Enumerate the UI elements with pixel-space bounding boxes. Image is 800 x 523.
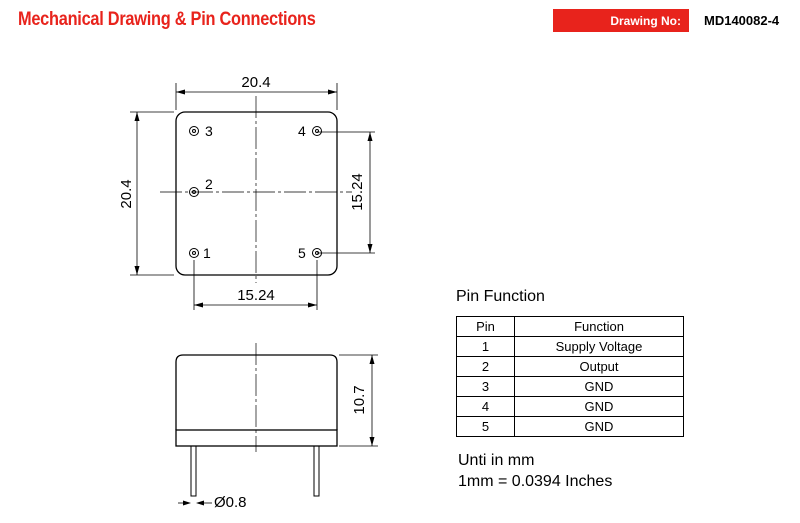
pin-function-cell: Output: [514, 356, 684, 377]
pin-2: 2: [189, 176, 213, 197]
pin-4: 4: [298, 123, 322, 139]
side-lead-left: [190, 445, 197, 497]
package-side-outline: [175, 354, 338, 430]
pin-function-cell: GND: [514, 416, 684, 437]
pin-1-label: 1: [203, 245, 211, 261]
pin-diameter-text: Ø0.8: [214, 494, 247, 511]
units-note: Unti in mm 1mm = 0.0394 Inches: [458, 450, 612, 492]
pin-3: 3: [189, 123, 213, 139]
pin-1: 1: [189, 245, 211, 261]
pin-function-cell: GND: [514, 396, 684, 417]
pin-number-cell: 2: [456, 356, 515, 377]
package-side-base: [175, 429, 338, 447]
page-title: Mechanical Drawing & Pin Connections: [18, 9, 316, 30]
pin-spacing-vertical-text: 15.24: [349, 173, 366, 211]
pin-number-cell: 3: [456, 376, 515, 397]
pin-number-cell: 1: [456, 336, 515, 357]
side-height-dimension-text: 10.7: [351, 385, 368, 414]
pin-3-label: 3: [205, 123, 213, 139]
column-header-pin: Pin: [456, 316, 515, 337]
units-line-1: Unti in mm: [458, 452, 535, 469]
pin-4-label: 4: [298, 123, 306, 139]
height-dimension-text: 20.4: [118, 179, 135, 208]
pin-function-title: Pin Function: [456, 288, 545, 305]
drawing-number-value: MD140082-4: [704, 13, 780, 28]
units-line-2: 1mm = 0.0394 Inches: [458, 473, 613, 490]
table-header-row: Pin Function: [456, 316, 684, 337]
pin-number-cell: 5: [456, 416, 515, 437]
width-dimension-text: 20.4: [241, 74, 270, 91]
pin-2-label: 2: [205, 176, 213, 192]
pin-spacing-horizontal-text: 15.24: [237, 287, 275, 304]
drawing-number-label: Drawing No:: [553, 9, 689, 32]
pin-function-cell: GND: [514, 376, 684, 397]
pin-5-label: 5: [298, 245, 306, 261]
pin-function-cell: Supply Voltage: [514, 336, 684, 357]
column-header-function: Function: [514, 316, 684, 337]
side-lead-right: [313, 445, 320, 497]
pin-5: 5: [298, 245, 322, 261]
pin-number-cell: 4: [456, 396, 515, 417]
package-top-outline: [175, 111, 338, 276]
